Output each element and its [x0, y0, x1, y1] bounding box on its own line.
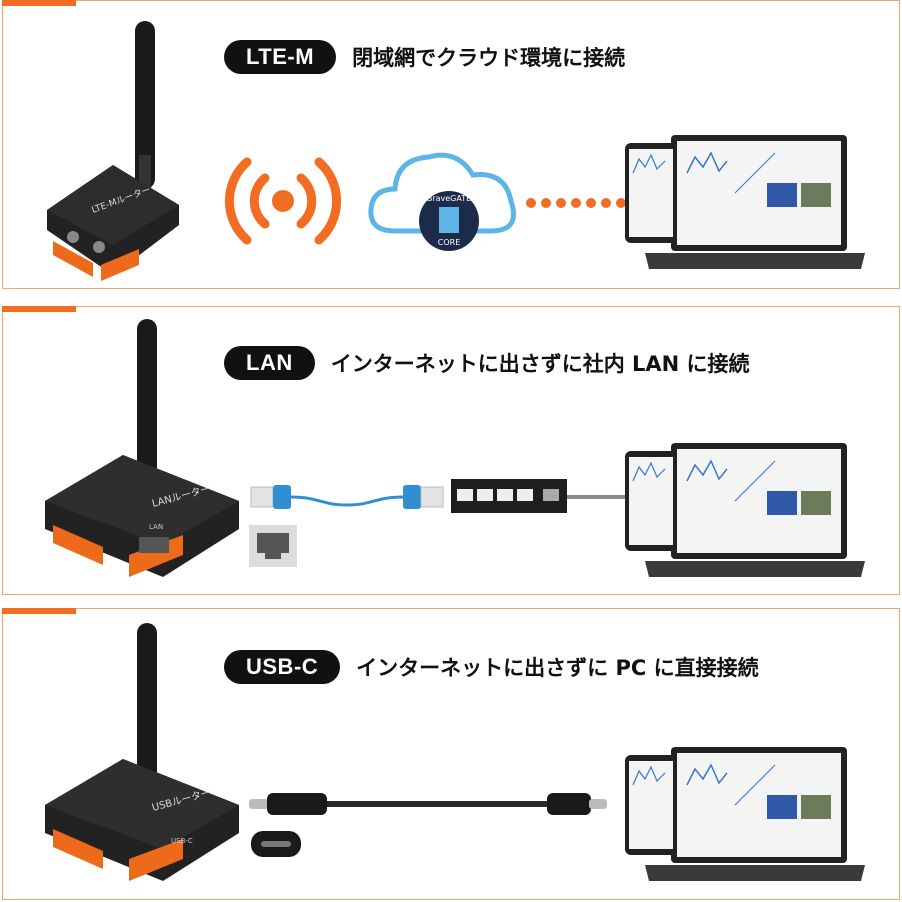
lte-m-panel: LTE-M 閉域網でクラウド環境に接続 LTE-Mルーター BraveGATE … — [2, 0, 900, 289]
lan-panel: LAN インターネットに出さずに社内 LAN に接続 LANルーター LAN — [2, 305, 900, 595]
accent-bar — [2, 0, 76, 6]
tag-pill: LTE-M — [224, 40, 337, 74]
panel-header: USB-C インターネットに出さずに PC に直接接続 — [224, 649, 759, 685]
ethernet-cable-icon — [250, 485, 444, 509]
dotted-connection — [526, 198, 626, 208]
panel-caption: インターネットに出さずに社内 LAN に接続 — [330, 352, 750, 376]
tag-pill: USB-C — [224, 650, 341, 684]
cloud-label-bottom: CORE — [438, 238, 461, 247]
cloud-icon: BraveGATE CORE — [368, 152, 516, 251]
panel-header: LAN インターネットに出さずに社内 LAN に接続 — [224, 345, 750, 381]
panel-caption: 閉域網でクラウド環境に接続 — [352, 46, 626, 70]
usb-c-panel: USB-C インターネットに出さずに PC に直接接続 USBルーター USB-… — [2, 607, 900, 900]
port-label: USB-C — [171, 837, 193, 845]
panel-header: LTE-M 閉域網でクラウド環境に接続 — [224, 39, 625, 75]
cloud-label-top: BraveGATE — [427, 194, 471, 203]
tag-pill: LAN — [224, 346, 315, 380]
laptop-phone-dashboard — [625, 443, 865, 577]
lan-router-device: LANルーター LAN — [45, 319, 239, 577]
usb-c-cable-icon — [249, 793, 607, 815]
usb-router-device: USBルーター USB-C — [45, 623, 239, 881]
lte-router-device: LTE-Mルーター — [47, 21, 179, 281]
laptop-phone-dashboard — [625, 747, 865, 881]
network-switch-icon — [451, 479, 567, 513]
rj45-port-icon — [249, 525, 297, 567]
wireless-signal-icon — [224, 157, 342, 245]
gray-connection-line — [567, 495, 631, 499]
accent-bar — [2, 607, 76, 614]
laptop-phone-dashboard — [625, 135, 865, 269]
usb-c-port-icon — [251, 831, 301, 857]
port-label: LAN — [149, 523, 163, 531]
accent-bar — [2, 305, 76, 312]
panel-caption: インターネットに出さずに PC に直接接続 — [356, 656, 759, 680]
